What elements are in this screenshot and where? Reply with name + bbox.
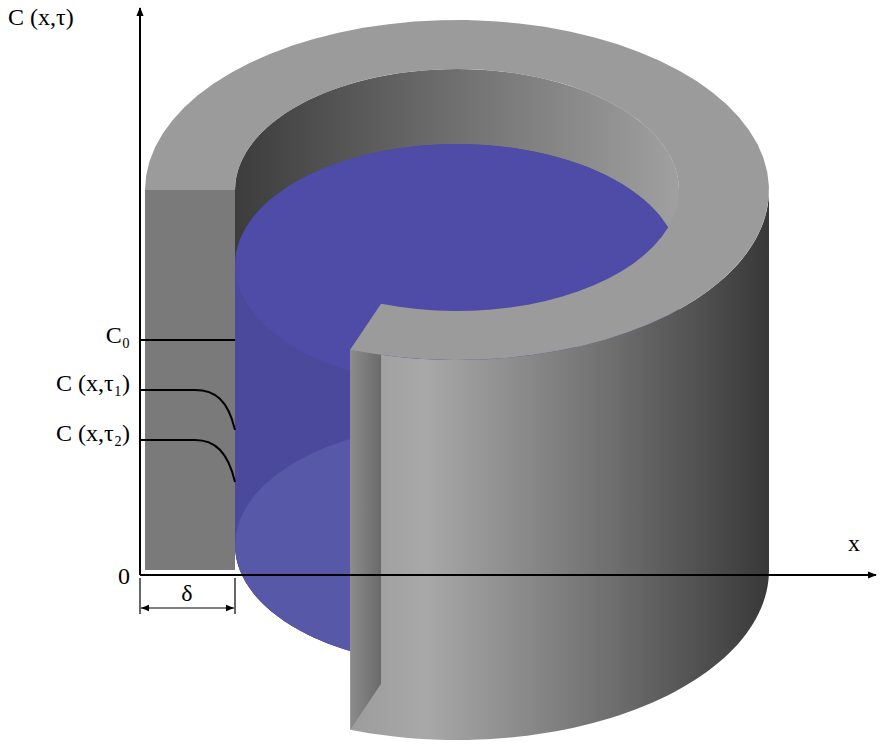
dimension-tick	[139, 578, 140, 614]
wall-section-left	[145, 190, 235, 570]
cylinder-vessel	[145, 20, 769, 740]
profile-curve	[140, 390, 235, 430]
origin-label: 0	[116, 563, 132, 589]
dimension-line	[141, 607, 234, 608]
top-rim	[145, 20, 769, 360]
curve-label: C₀	[104, 322, 132, 348]
dimension-tick	[234, 578, 235, 614]
profile-curve	[140, 440, 235, 482]
y-axis	[139, 8, 141, 575]
concentration-graph	[140, 8, 876, 614]
dimension-label: δ	[179, 580, 194, 606]
wall-section-front	[350, 304, 381, 730]
axis-label: x	[846, 530, 862, 556]
x-axis	[140, 574, 876, 576]
axis-label: C (x,τ)	[6, 4, 76, 30]
curve-label: C (x,τ₂)	[54, 420, 132, 446]
curve-label: C (x,τ₁)	[54, 370, 132, 396]
initial-concentration-line	[140, 339, 235, 341]
